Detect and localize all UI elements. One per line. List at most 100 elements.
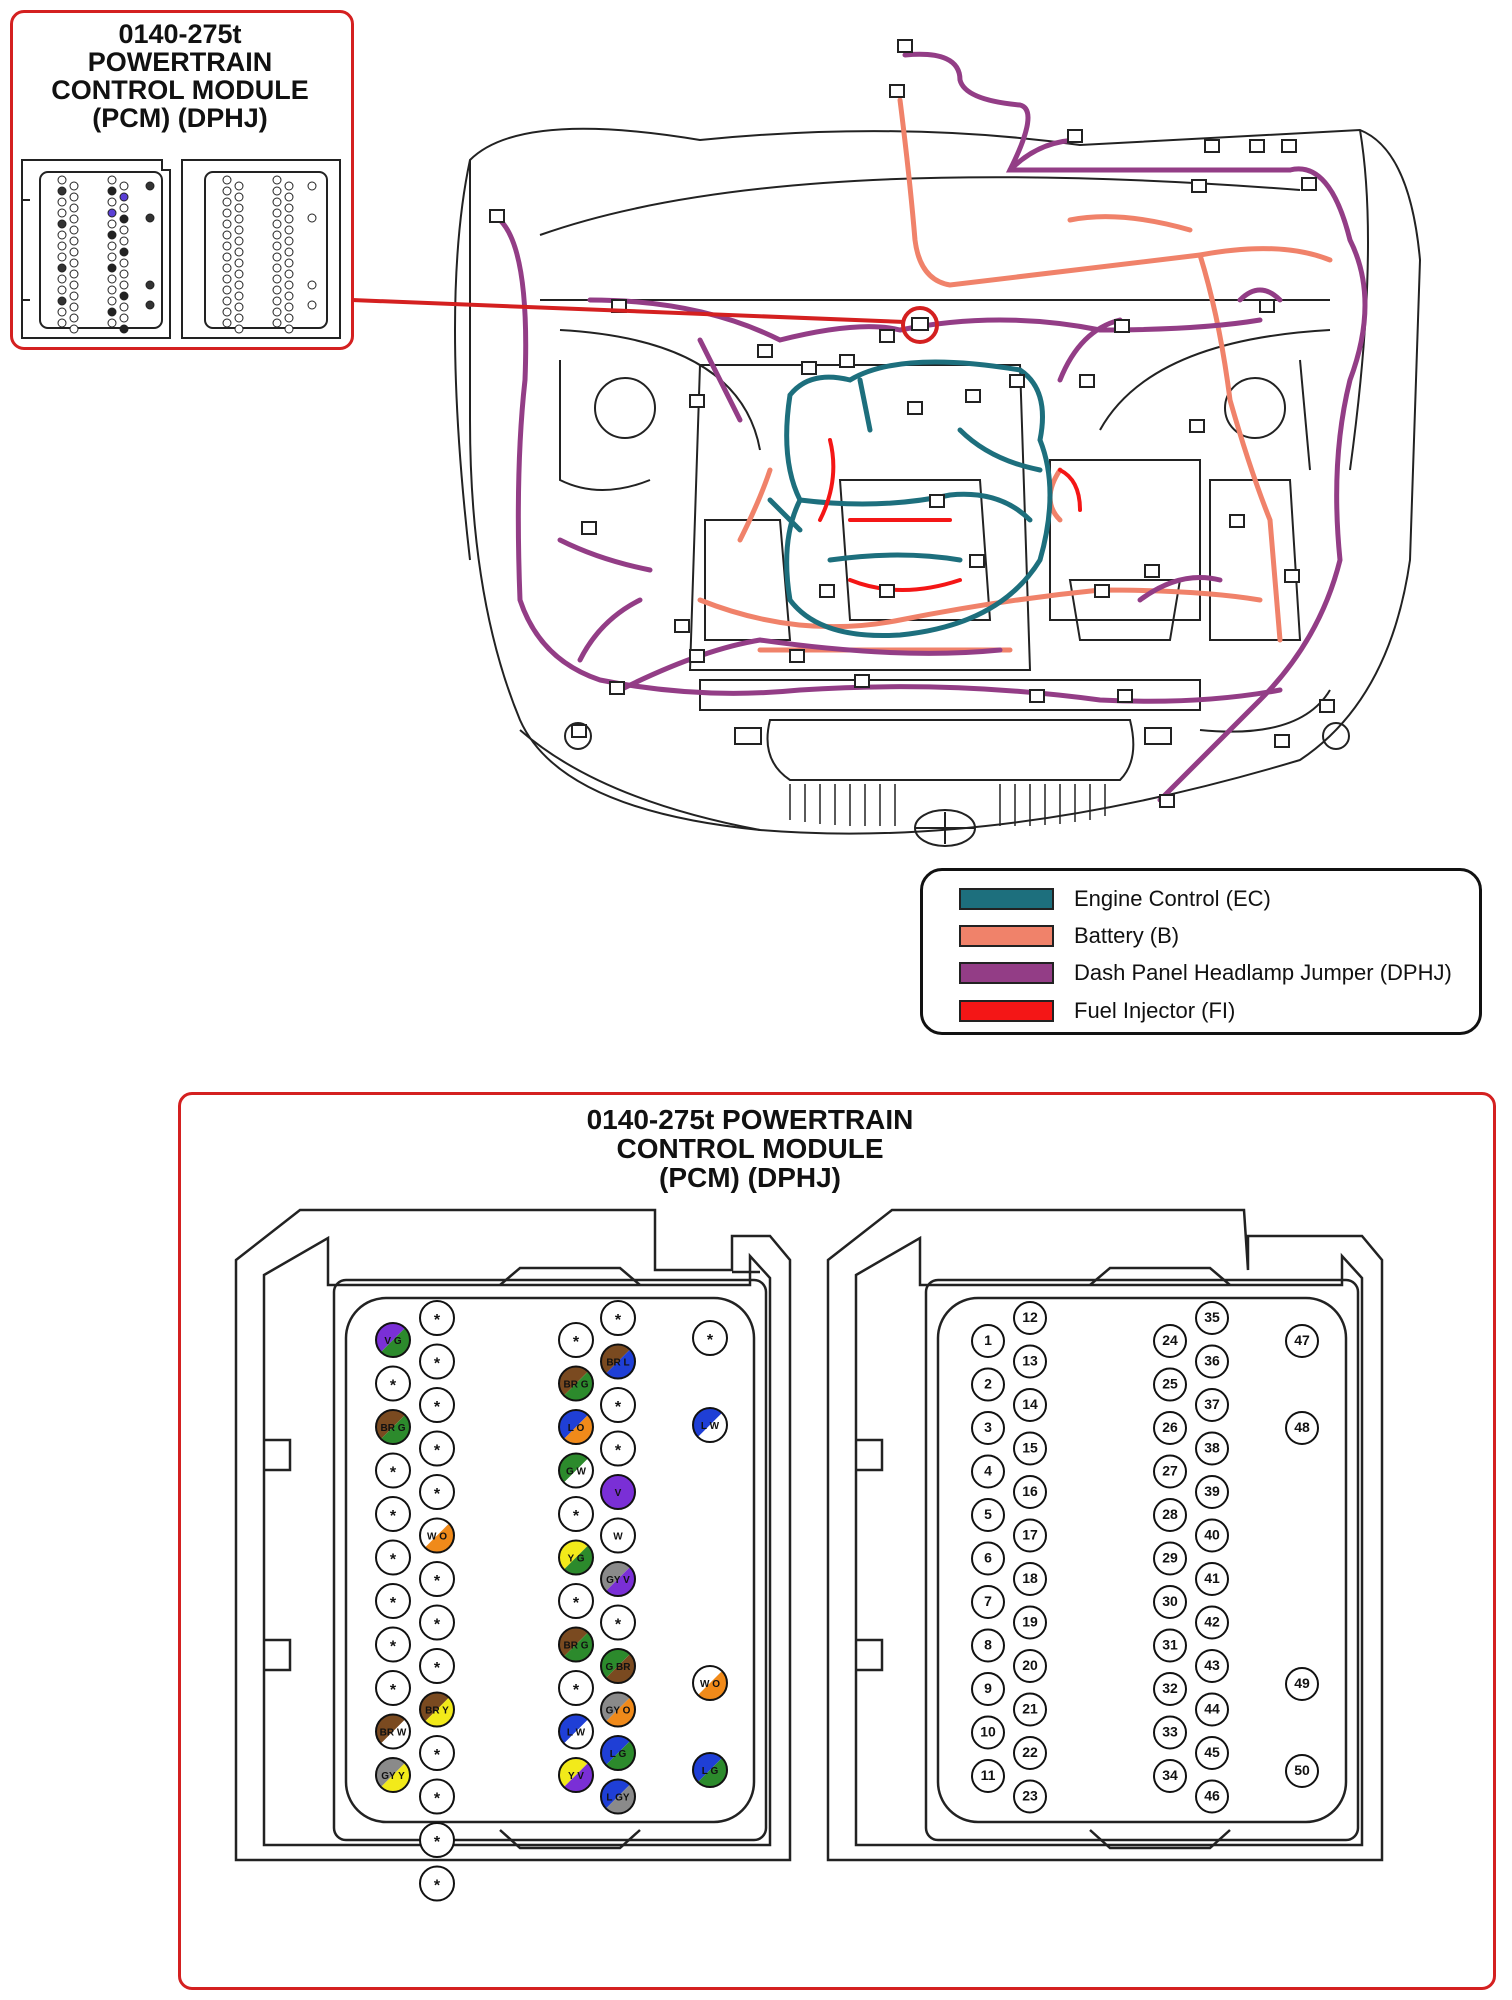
pin-number-48: 48 <box>1285 1411 1319 1445</box>
pin-label: BR W <box>380 1728 407 1739</box>
connector-pin: * <box>375 1626 411 1663</box>
pin-label: * <box>390 1508 397 1525</box>
pin-label: W O <box>427 1532 447 1543</box>
connector-pin: * <box>419 1865 455 1902</box>
connector-pin: W O <box>419 1517 455 1554</box>
legend-item-engine-control: Engine Control (EC) <box>959 885 1271 913</box>
pin-label: L GY <box>606 1793 629 1804</box>
pin-number-4: 4 <box>971 1454 1005 1489</box>
pin-number-49: 49 <box>1285 1667 1319 1701</box>
pin-label: * <box>573 1334 580 1351</box>
pin-label: BR Y <box>425 1706 449 1717</box>
pin-label: 7 <box>984 1593 992 1609</box>
pin-label: 10 <box>980 1724 996 1740</box>
pin-label: 43 <box>1204 1657 1220 1673</box>
legend-item-fuel-injector: Fuel Injector (FI) <box>959 997 1235 1025</box>
pin-label: 8 <box>984 1637 992 1653</box>
legend-swatch <box>959 962 1054 984</box>
pin-label: GY V <box>606 1575 630 1586</box>
connector-pin: * <box>375 1583 411 1619</box>
connector-pin: Y V <box>558 1757 594 1793</box>
pin-label: 15 <box>1022 1440 1038 1456</box>
pin-label: 42 <box>1204 1614 1220 1630</box>
pin-number-13: 13 <box>1013 1344 1047 1379</box>
inset-title-line: 0140-275t <box>118 19 242 49</box>
pin-number-22: 22 <box>1013 1736 1047 1770</box>
pin-label: Y V <box>568 1771 584 1782</box>
pin-label: W <box>613 1532 623 1543</box>
connector-pin: * <box>692 1320 728 1356</box>
pin-number-9: 9 <box>971 1672 1005 1706</box>
legend-label: Dash Panel Headlamp Jumper (DPHJ) <box>1074 960 1452 985</box>
pin-label: 4 <box>984 1463 992 1479</box>
pin-label: 39 <box>1204 1483 1220 1499</box>
connector-pin: * <box>419 1300 455 1336</box>
pin-label: 22 <box>1022 1744 1038 1760</box>
connector-pin: BR Y <box>419 1691 455 1728</box>
pin-number-18: 18 <box>1013 1562 1047 1596</box>
pin-label: L G <box>610 1749 627 1760</box>
connector-pin: * <box>419 1561 455 1597</box>
connector-pin: * <box>419 1474 455 1510</box>
pin-label: 48 <box>1294 1419 1310 1435</box>
pin-label: 45 <box>1204 1744 1220 1760</box>
connector-pin: BR G <box>558 1626 594 1663</box>
legend-label: Battery (B) <box>1074 923 1180 948</box>
connector-pin: L W <box>692 1407 728 1443</box>
pin-number-27: 27 <box>1153 1454 1187 1489</box>
pin-number-44: 44 <box>1195 1692 1229 1727</box>
pin-number-43: 43 <box>1195 1649 1229 1683</box>
connector-pin: W O <box>692 1665 728 1701</box>
pin-label: * <box>707 1332 714 1349</box>
pin-label: 32 <box>1162 1680 1178 1696</box>
pin-label: 27 <box>1162 1463 1178 1479</box>
pin-label: * <box>434 1747 441 1764</box>
pin-label: 24 <box>1162 1332 1178 1348</box>
pin-label: 47 <box>1294 1332 1310 1348</box>
pin-label: BR L <box>606 1358 629 1369</box>
pin-number-37: 37 <box>1195 1388 1229 1422</box>
pin-label: 41 <box>1204 1570 1220 1586</box>
pin-label: 29 <box>1162 1550 1178 1566</box>
pin-label: 21 <box>1022 1701 1038 1717</box>
pin-label: 2 <box>984 1376 992 1392</box>
connector-pin: BR W <box>375 1713 411 1750</box>
connector-pin: V G <box>375 1322 411 1358</box>
connector-pin: * <box>375 1670 411 1706</box>
pin-number-32: 32 <box>1153 1672 1187 1706</box>
pin-label: 23 <box>1022 1788 1038 1804</box>
connector-pin: * <box>419 1735 455 1771</box>
connector-pin: * <box>600 1387 636 1423</box>
pin-number-17: 17 <box>1013 1518 1047 1553</box>
legend-item-battery: Battery (B) <box>959 922 1179 950</box>
main-connector-right-housing <box>826 1208 1384 1862</box>
pin-number-41: 41 <box>1195 1562 1229 1596</box>
pin-number-14: 14 <box>1013 1388 1047 1422</box>
inset-pins <box>57 175 317 334</box>
pin-label: 50 <box>1294 1762 1310 1778</box>
pin-number-25: 25 <box>1153 1367 1187 1402</box>
pin-label: 5 <box>984 1506 992 1522</box>
connector-pin: * <box>558 1322 594 1358</box>
pin-label: * <box>390 1595 397 1612</box>
pin-number-12: 12 <box>1013 1301 1047 1335</box>
pin-number-19: 19 <box>1013 1605 1047 1640</box>
connector-pin: * <box>558 1583 594 1619</box>
pin-number-7: 7 <box>971 1585 1005 1619</box>
connector-pin: L G <box>692 1752 728 1788</box>
pin-label: * <box>434 1660 441 1677</box>
harness-legend: Engine Control (EC) Battery (B) Dash Pan… <box>920 868 1482 1035</box>
pin-label: * <box>615 1312 622 1329</box>
pin-label: * <box>434 1443 441 1460</box>
connector-pin: L GY <box>600 1778 636 1815</box>
legend-swatch <box>959 888 1054 910</box>
pin-number-23: 23 <box>1013 1779 1047 1814</box>
connector-pin: * <box>600 1604 636 1641</box>
legend-label: Fuel Injector (FI) <box>1074 998 1236 1023</box>
connector-pin: * <box>375 1539 411 1576</box>
pin-label: * <box>390 1378 397 1395</box>
pin-number-29: 29 <box>1153 1541 1187 1576</box>
legend-label: Engine Control (EC) <box>1074 886 1271 911</box>
connector-pin: * <box>419 1343 455 1380</box>
